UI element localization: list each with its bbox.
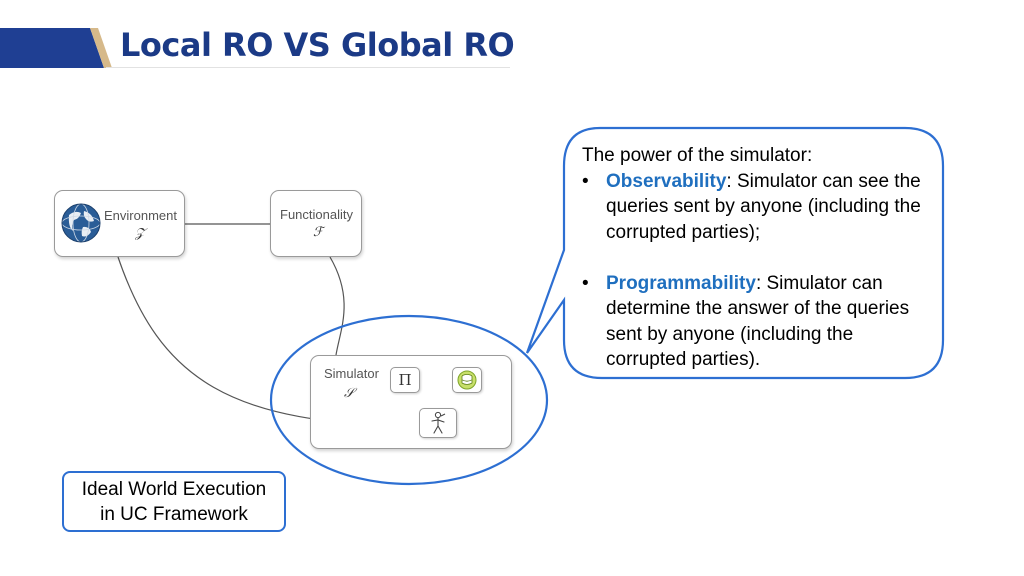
simulator-label: Simulator [324, 366, 379, 381]
simulator-symbol: 𝒮 [344, 386, 355, 401]
globe-icon [61, 203, 101, 243]
simulator-highlight-ellipse [269, 314, 549, 486]
callout-bullet-programmability: • Programmability: Simulator can determin… [582, 271, 932, 373]
slide-title: Local RO VS Global RO [120, 26, 515, 64]
callout-intro: The power of the simulator: [582, 145, 813, 166]
functionality-label: Functionality [280, 207, 353, 222]
environment-label: Environment [104, 208, 177, 223]
bullet-text: : Simulator can see the queries sent by … [606, 170, 921, 243]
title-band-graphic [0, 28, 510, 68]
callout-text: The power of the simulator: • Observabili… [582, 143, 932, 373]
callout-balloon [525, 126, 945, 380]
bullet-dot: • [582, 272, 589, 294]
func-simulator-connector [329, 256, 345, 356]
bullet-dot: • [582, 170, 589, 192]
protocol-symbol: Π [398, 371, 412, 389]
database-icon [457, 370, 477, 390]
database-box [452, 367, 482, 393]
protocol-box: Π [390, 367, 420, 393]
bullet-keyword: Programmability [606, 272, 756, 294]
callout-bullet-list: • Observability: Simulator can see the qu… [582, 169, 932, 373]
adversary-box [419, 408, 457, 438]
functionality-symbol: ℱ [313, 225, 324, 240]
callout-bullet-observability: • Observability: Simulator can see the qu… [582, 169, 932, 246]
simulator-node: Simulator 𝒮 Π [310, 355, 512, 449]
caption-line-1: Ideal World Execution [81, 478, 267, 500]
caption-box: Ideal World Execution in UC Framework [62, 471, 286, 532]
bullet-keyword: Observability [606, 170, 727, 192]
caption-line-2: in UC Framework [100, 503, 248, 525]
adversary-figure-icon [431, 411, 446, 434]
title-bar [0, 28, 1024, 68]
functionality-node: Functionality ℱ [270, 190, 362, 257]
bullet-text: : Simulator can determine the answer of … [606, 272, 910, 371]
environment-symbol: 𝒵 [135, 226, 145, 241]
environment-node: Environment 𝒵 [54, 190, 185, 257]
